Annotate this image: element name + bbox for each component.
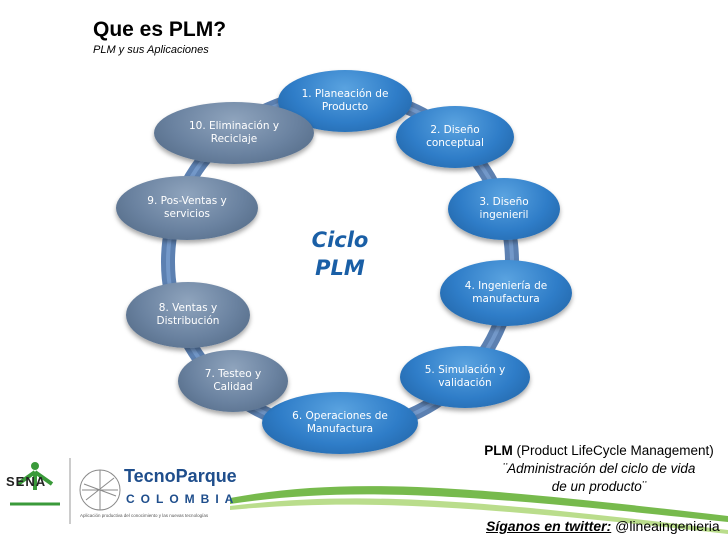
cycle-center-line2: PLM	[315, 256, 365, 280]
node-7-line2: Calidad	[213, 381, 253, 393]
node-9-line2: servicios	[164, 208, 210, 220]
node-4-line2: manufactura	[472, 293, 540, 305]
twitter-handle[interactable]: @lineaingenieria	[615, 518, 720, 534]
plm-abbr: PLM	[484, 443, 513, 458]
node-4-line1: 4. Ingeniería de	[464, 280, 548, 292]
node-8-line2: Distribución	[156, 315, 220, 327]
node-7-line1: 7. Testeo y	[204, 368, 262, 380]
node-6-line1: 6. Operaciones de	[292, 410, 388, 422]
cycle-center-label: Ciclo PLM	[300, 226, 380, 292]
node-1-line2: Producto	[321, 101, 369, 113]
footer-swoosh	[69, 458, 728, 534]
twitter-line: Síganos en twitter: @lineaingenieria	[486, 518, 720, 534]
tecnoparque-name: TecnoParque	[124, 466, 237, 486]
node-10-line1: 10. Eliminación y	[188, 120, 280, 132]
plm-def-line1: ¨Administración del ciclo de vida	[502, 461, 696, 476]
node-2-line1: 2. Diseño	[430, 124, 480, 136]
node-8-line1: 8. Ventas y	[158, 302, 218, 314]
plm-def-line2: de un producto¨	[551, 479, 647, 494]
node-5-line1: 5. Simulación y	[424, 364, 506, 376]
page-title: Que es PLM?	[93, 18, 227, 41]
plm-expansion: (Product LifeCycle Management)	[516, 443, 714, 458]
tecnoparque-country: COLOMBIA	[126, 492, 240, 506]
node-3-line2: ingenieril	[479, 209, 529, 221]
node-9-line1: 9. Pos-Ventas y	[147, 195, 227, 207]
twitter-label: Síganos en twitter:	[486, 518, 612, 534]
cycle-center-line1: Ciclo	[311, 228, 369, 252]
tecnoparque-tagline: Aplicación productiva del conocimiento y…	[80, 513, 209, 518]
page-subtitle: PLM y sus Aplicaciones	[93, 44, 209, 56]
node-1-line1: 1. Planeación de	[301, 88, 389, 100]
sena-logo	[10, 462, 60, 506]
node-6-line2: Manufactura	[306, 423, 374, 435]
tecnoparque-logo	[79, 469, 121, 511]
node-3-line1: 3. Diseño	[479, 196, 529, 208]
sena-wordmark: SENA	[6, 474, 47, 489]
node-5-line2: validación	[438, 377, 492, 389]
plm-definition: PLM (Product LifeCycle Management) ¨Admi…	[470, 442, 728, 496]
node-2-line2: conceptual	[426, 137, 484, 149]
node-10-line2: Reciclaje	[210, 133, 258, 145]
